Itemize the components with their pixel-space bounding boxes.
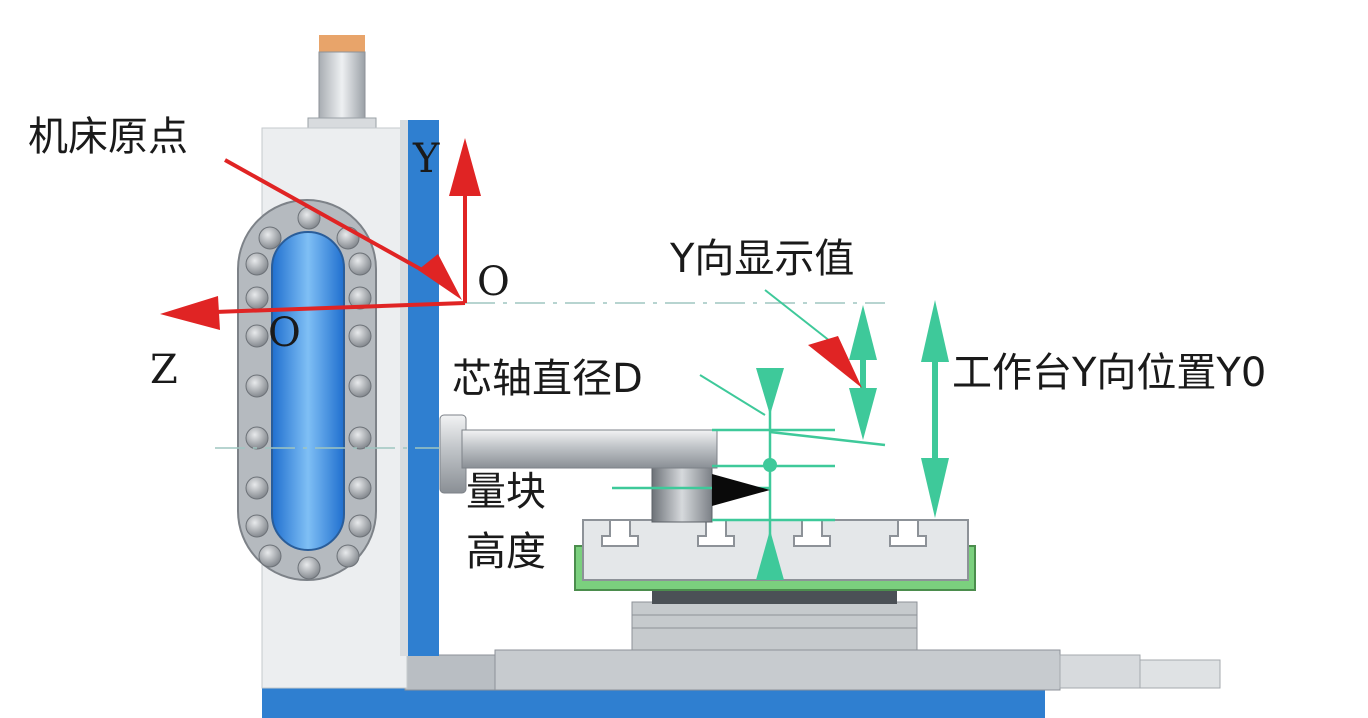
mandrel-diameter-label: 芯轴直径D [452, 356, 643, 402]
origin-label-left: O [268, 310, 301, 356]
machine-origin-label: 机床原点 [28, 114, 188, 160]
top-post [307, 35, 377, 131]
table-y-position-label: 工作台Y向位置Y0 [952, 350, 1266, 396]
gauge-block-label-line1: 量块 [466, 469, 546, 515]
column-window [237, 199, 377, 581]
z-axis-label: Z [150, 347, 178, 393]
mandrel-center-point [763, 458, 777, 472]
y-display-arrowhead [808, 336, 862, 388]
window-bolts [245, 206, 372, 580]
reference-lines [215, 302, 885, 449]
gauge-block-label-line2: 高度 [466, 529, 546, 575]
gauge-block [651, 461, 713, 523]
y-display-value-label: Y向显示值 [669, 236, 854, 282]
origin-arrowhead [418, 254, 462, 300]
leader-lines [699, 289, 836, 416]
y-axis-arrowhead [449, 138, 481, 196]
gauge-pointer-arrow [712, 474, 770, 506]
z-axis-arrowhead [160, 296, 220, 330]
y-axis-label: Y [412, 136, 440, 182]
origin-label-top: O [477, 259, 510, 305]
measurement-arrows [756, 300, 949, 580]
rotary-table [574, 519, 976, 651]
spindle-mandrel [439, 414, 718, 494]
axis-arrows [214, 158, 467, 314]
blue-column-rail [407, 120, 439, 656]
